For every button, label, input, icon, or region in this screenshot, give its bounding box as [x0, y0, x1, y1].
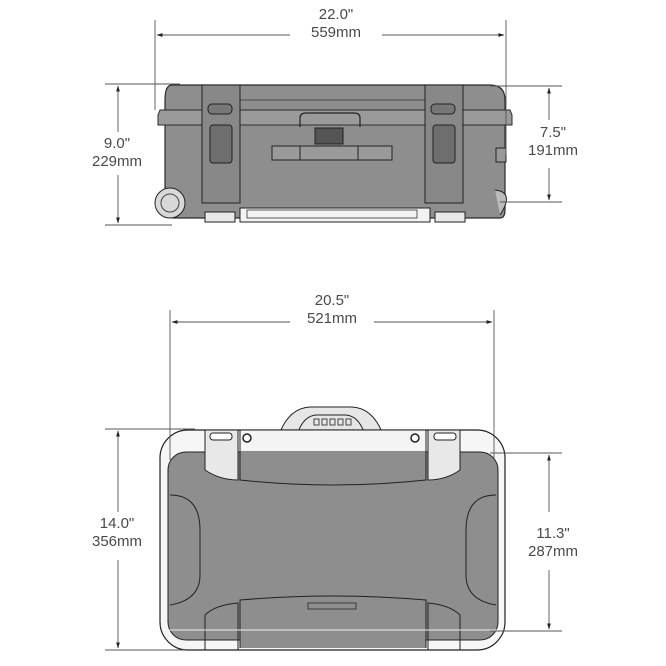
front-body-height-mm: 191mm	[527, 142, 579, 159]
top-body-depth-inches: 11.3"	[536, 525, 570, 542]
front-body-height-label: 7.5" 191mm	[514, 124, 592, 160]
top-depth-label: 14.0" 356mm	[78, 515, 156, 551]
front-width-label: 22.0" 559mm	[290, 6, 382, 42]
front-height-inches: 9.0"	[103, 135, 131, 152]
top-width-dimension	[169, 310, 495, 460]
front-height-label: 9.0" 229mm	[78, 135, 156, 171]
top-width-mm: 521mm	[306, 310, 358, 327]
front-width-mm: 559mm	[310, 24, 362, 41]
top-depth-inches: 14.0"	[99, 515, 135, 532]
top-body-depth-mm: 287mm	[527, 543, 579, 560]
front-body-height-dimension	[490, 85, 562, 203]
front-height-dimension	[105, 83, 180, 226]
top-width-inches: 20.5"	[314, 292, 350, 309]
top-depth-mm: 356mm	[91, 533, 143, 550]
front-height-mm: 229mm	[91, 153, 143, 170]
top-body-depth-label: 11.3" 287mm	[514, 525, 592, 561]
front-width-inches: 22.0"	[318, 6, 354, 23]
front-view-case	[154, 84, 513, 223]
top-depth-dimension	[105, 428, 195, 651]
front-width-dimension	[154, 20, 507, 155]
top-view-case	[159, 406, 506, 651]
top-width-label: 20.5" 521mm	[290, 292, 374, 328]
top-body-depth-dimension	[490, 452, 562, 632]
front-body-height-inches: 7.5"	[539, 124, 567, 141]
